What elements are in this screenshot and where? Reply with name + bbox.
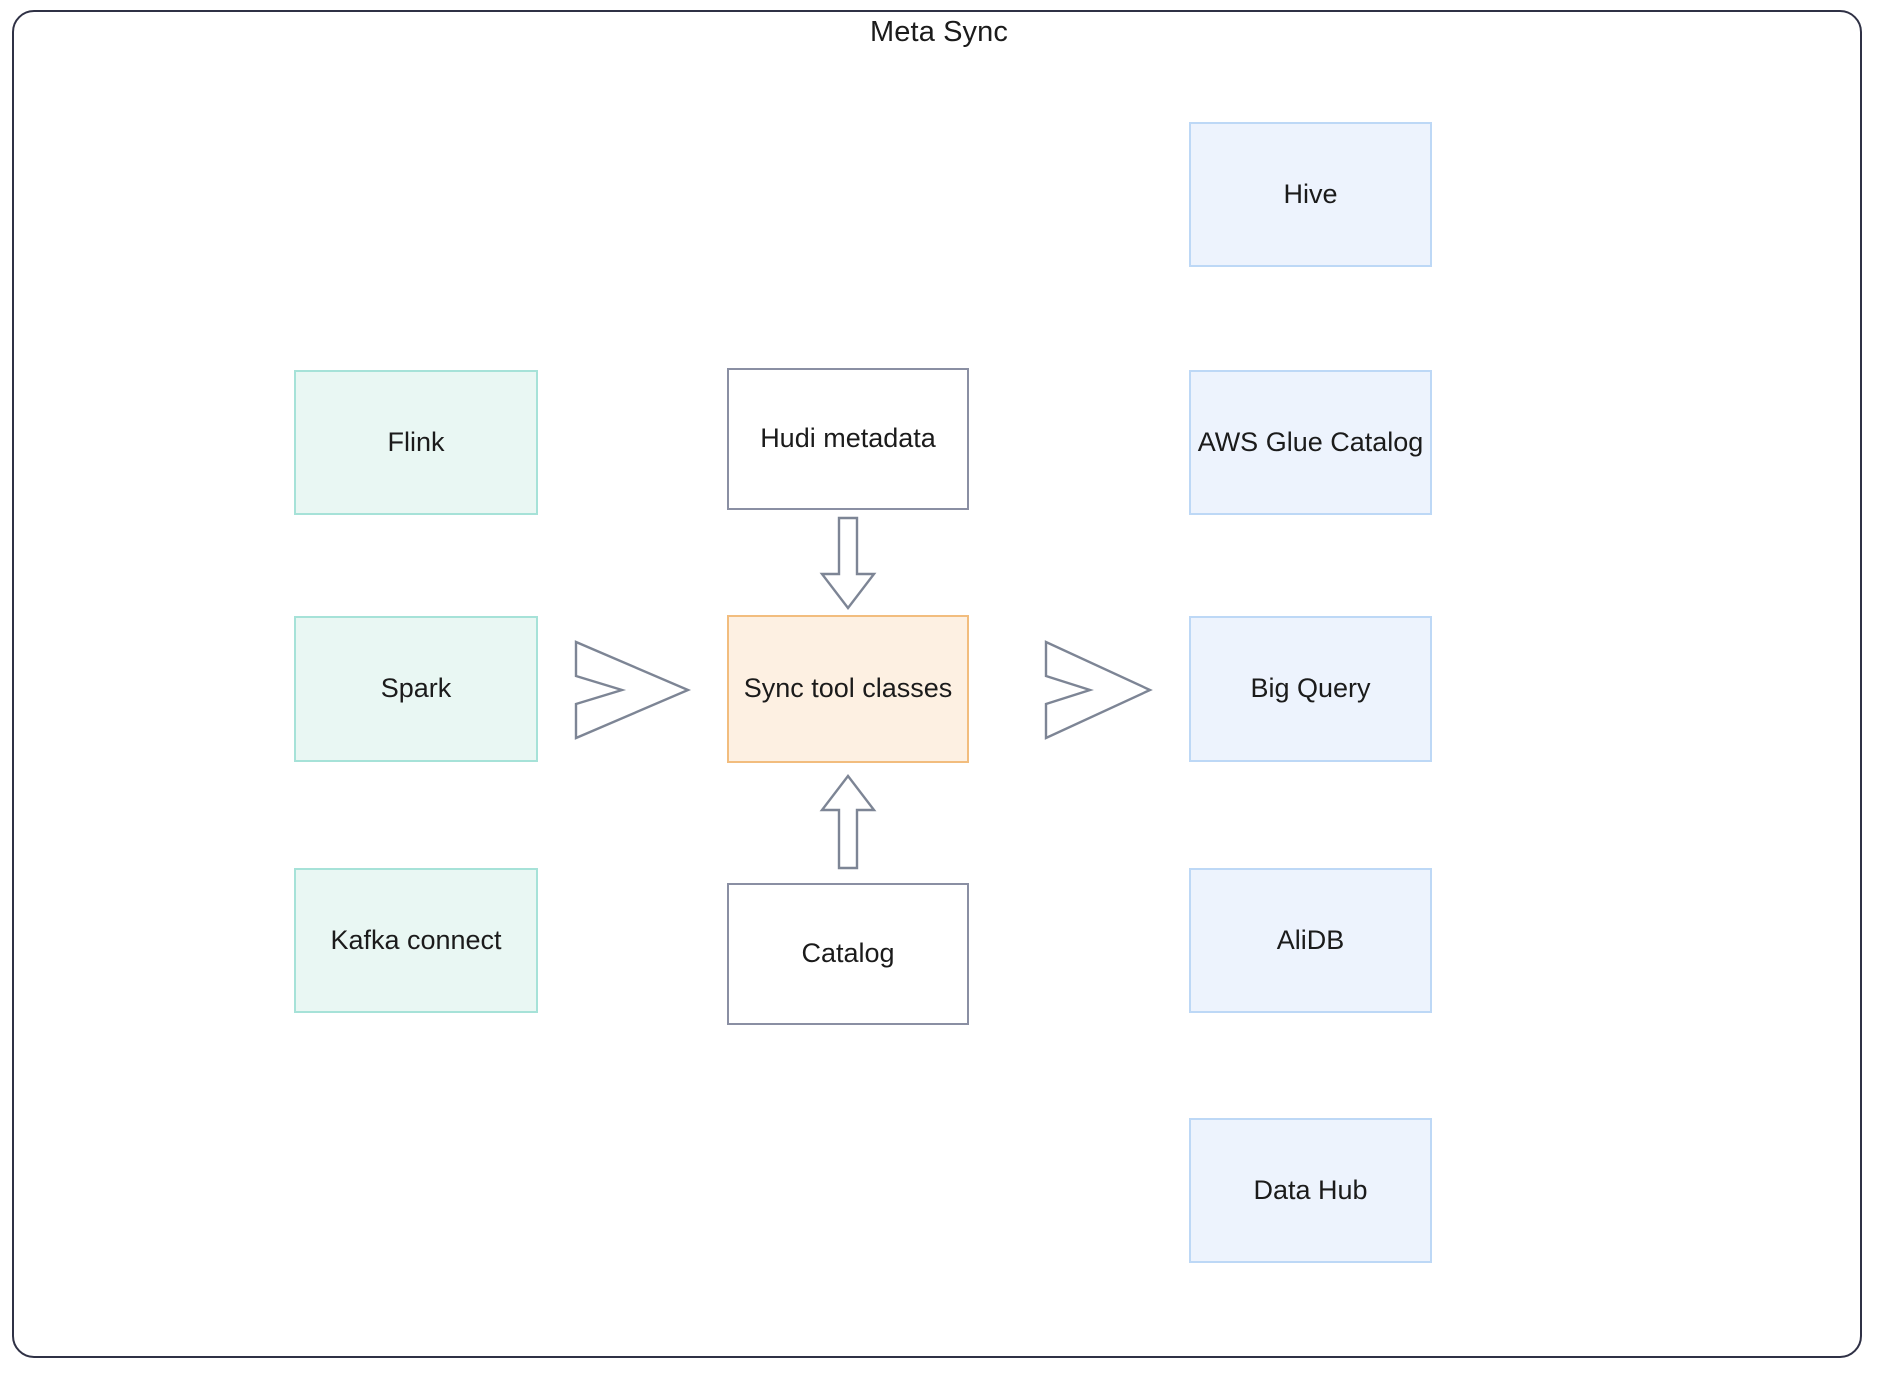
node-aws-glue-catalog-label: AWS Glue Catalog xyxy=(1197,426,1424,457)
node-spark[interactable]: Spark xyxy=(294,616,538,762)
node-hudi-metadata[interactable]: Hudi metadata xyxy=(727,368,969,510)
node-hive-label: Hive xyxy=(1283,178,1338,209)
diagram-title: Meta Sync xyxy=(870,16,1008,48)
node-alidb-label: AliDB xyxy=(1276,924,1345,955)
node-hive[interactable]: Hive xyxy=(1189,122,1432,267)
node-kafka-connect-label: Kafka connect xyxy=(330,924,502,955)
node-big-query[interactable]: Big Query xyxy=(1189,616,1432,762)
node-data-hub[interactable]: Data Hub xyxy=(1189,1118,1432,1263)
arrow-sources-to-core-icon xyxy=(574,640,692,740)
node-aws-glue-catalog[interactable]: AWS Glue Catalog xyxy=(1189,370,1432,515)
arrow-hudi-to-core-icon xyxy=(819,516,877,610)
node-flink[interactable]: Flink xyxy=(294,370,538,515)
node-kafka-connect[interactable]: Kafka connect xyxy=(294,868,538,1013)
node-hudi-metadata-label: Hudi metadata xyxy=(760,423,936,454)
node-sync-tool-classes-label: Sync tool classes xyxy=(743,673,953,704)
node-big-query-label: Big Query xyxy=(1250,673,1371,704)
node-spark-label: Spark xyxy=(380,673,452,704)
node-sync-tool-classes[interactable]: Sync tool classes xyxy=(727,615,969,763)
node-catalog-label: Catalog xyxy=(801,938,895,969)
node-alidb[interactable]: AliDB xyxy=(1189,868,1432,1013)
node-flink-label: Flink xyxy=(387,426,445,457)
arrow-core-to-targets-icon xyxy=(1044,640,1153,740)
arrow-catalog-to-core-icon xyxy=(819,774,877,870)
node-catalog[interactable]: Catalog xyxy=(727,883,969,1025)
node-data-hub-label: Data Hub xyxy=(1253,1174,1368,1205)
